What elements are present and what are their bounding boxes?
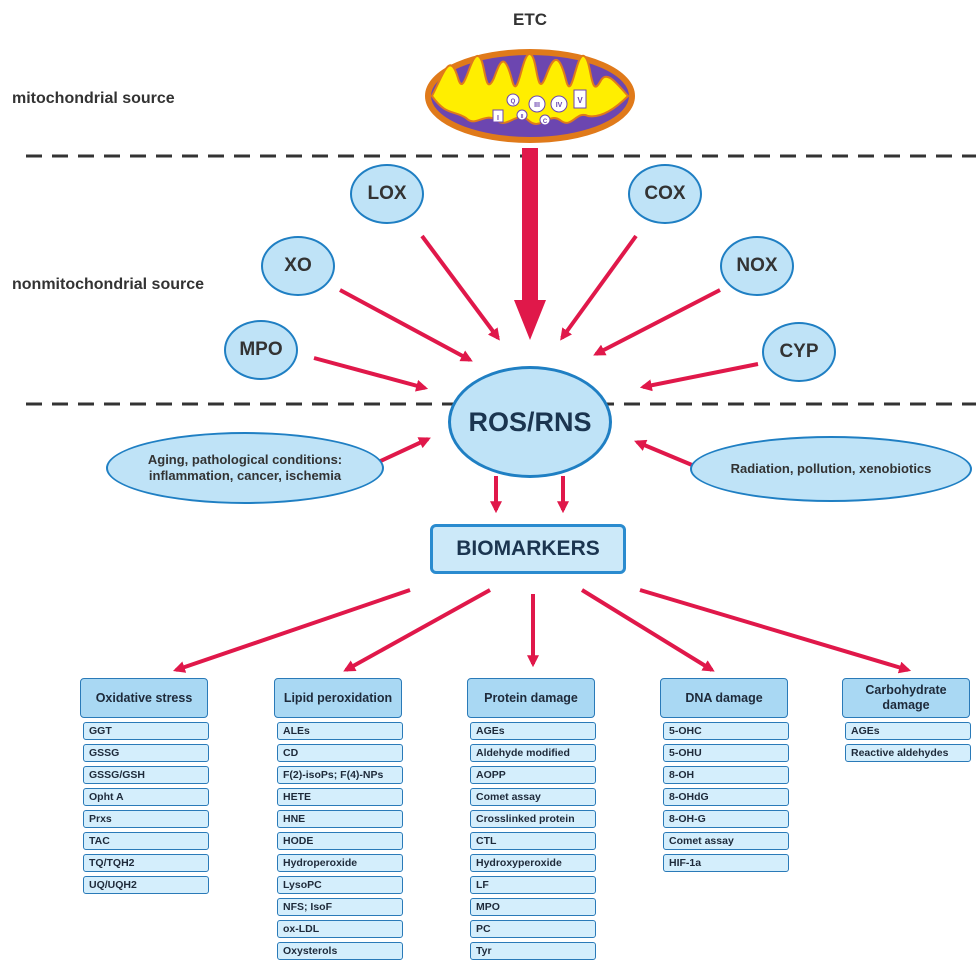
etc-label: ETC bbox=[513, 10, 547, 29]
radiation-conditions-node: Radiation, pollution, xenobiotics bbox=[690, 436, 972, 502]
lipid-peroxidation-arrow bbox=[343, 588, 491, 672]
list-item: Prxs bbox=[83, 810, 209, 828]
category-lipid-peroxidation: Lipid peroxidation ALEs CD F(2)-isoPs; F… bbox=[274, 678, 406, 977]
list-item: Reactive aldehydes bbox=[845, 744, 971, 762]
list-item: ox-LDL bbox=[277, 920, 403, 938]
complex-q-icon bbox=[506, 93, 520, 107]
carbohydrate-damage-arrow bbox=[639, 588, 912, 674]
ros-rns-node: ROS/RNS bbox=[448, 366, 612, 478]
cox-node: COX bbox=[628, 164, 702, 224]
complex-label: II bbox=[521, 114, 524, 120]
xo-arrow bbox=[339, 288, 473, 362]
list-item: Comet assay bbox=[470, 788, 596, 806]
mpo-node: MPO bbox=[224, 320, 298, 380]
list-item: AGEs bbox=[470, 722, 596, 740]
complex-label: C bbox=[543, 119, 548, 125]
list-item: Tyr bbox=[470, 942, 596, 960]
lox-arrow bbox=[420, 234, 500, 341]
list-item: HIF-1a bbox=[663, 854, 789, 872]
complex-v-icon bbox=[573, 89, 587, 109]
category-oxidative-stress: Oxidative stress GGT GSSG GSSG/GSH Opht … bbox=[80, 678, 212, 928]
list-item: Crosslinked protein bbox=[470, 810, 596, 828]
biomarkers-box: BIOMARKERS bbox=[430, 524, 626, 574]
category-header: Protein damage bbox=[467, 678, 595, 718]
category-item-list: GGT GSSG GSSG/GSH Opht A Prxs TAC TQ/TQH… bbox=[83, 722, 209, 898]
category-header: Lipid peroxidation bbox=[274, 678, 402, 718]
list-item: 8-OHdG bbox=[663, 788, 789, 806]
xo-node: XO bbox=[261, 236, 335, 296]
complex-iv-icon bbox=[550, 95, 568, 113]
list-item: Oxysterols bbox=[277, 942, 403, 960]
category-dna-damage: DNA damage 5-OHC 5-OHU 8-OH 8-OHdG 8-OH-… bbox=[660, 678, 792, 888]
mitochondrion-icon: I Q II III C IV V bbox=[425, 49, 635, 143]
list-item: CTL bbox=[470, 832, 596, 850]
list-item: TAC bbox=[83, 832, 209, 850]
mitochondrial-source-label: mitochondrial source bbox=[12, 90, 175, 107]
cyp-arrow bbox=[639, 362, 759, 392]
list-item: GSSG/GSH bbox=[83, 766, 209, 784]
list-item: PC bbox=[470, 920, 596, 938]
list-item: NFS; IsoF bbox=[277, 898, 403, 916]
nox-node: NOX bbox=[720, 236, 794, 296]
list-item: Opht A bbox=[83, 788, 209, 806]
complex-ii-icon bbox=[516, 109, 528, 121]
list-item: 8-OH bbox=[663, 766, 789, 784]
nox-arrow bbox=[593, 288, 721, 356]
list-item: AOPP bbox=[470, 766, 596, 784]
complex-label: I bbox=[497, 115, 499, 122]
list-item: Hydroxyperoxide bbox=[470, 854, 596, 872]
category-header: Carbohydrate damage bbox=[842, 678, 970, 718]
list-item: HODE bbox=[277, 832, 403, 850]
list-item: Comet assay bbox=[663, 832, 789, 850]
list-item: TQ/TQH2 bbox=[83, 854, 209, 872]
complex-iii-icon bbox=[528, 95, 546, 113]
cyp-node: CYP bbox=[762, 322, 836, 382]
list-item: ALEs bbox=[277, 722, 403, 740]
category-item-list: AGEs Aldehyde modified AOPP Comet assay … bbox=[470, 722, 596, 964]
list-item: GGT bbox=[83, 722, 209, 740]
nonmitochondrial-source-label: nonmitochondrial source bbox=[12, 276, 205, 293]
category-header: DNA damage bbox=[660, 678, 788, 718]
list-item: MPO bbox=[470, 898, 596, 916]
list-item: 5-OHC bbox=[663, 722, 789, 740]
etc-arrow bbox=[514, 148, 546, 340]
category-carbohydrate-damage: Carbohydrate damage AGEs Reactive aldehy… bbox=[842, 678, 974, 778]
list-item: LysoPC bbox=[277, 876, 403, 894]
list-item: UQ/UQH2 bbox=[83, 876, 209, 894]
complex-label: IV bbox=[556, 102, 563, 109]
lox-node: LOX bbox=[350, 164, 424, 224]
complex-label: V bbox=[577, 96, 583, 105]
complex-label: III bbox=[534, 102, 540, 109]
category-item-list: AGEs Reactive aldehydes bbox=[845, 722, 971, 766]
list-item: F(2)-isoPs; F(4)-NPs bbox=[277, 766, 403, 784]
list-item: Hydroperoxide bbox=[277, 854, 403, 872]
category-item-list: 5-OHC 5-OHU 8-OH 8-OHdG 8-OH-G Comet ass… bbox=[663, 722, 789, 876]
oxidative-stress-arrow bbox=[172, 588, 411, 673]
category-header: Oxidative stress bbox=[80, 678, 208, 718]
list-item: LF bbox=[470, 876, 596, 894]
aging-conditions-node: Aging, pathological conditions: inflamma… bbox=[106, 432, 384, 504]
radiation-arrow bbox=[634, 439, 693, 467]
list-item: 8-OH-G bbox=[663, 810, 789, 828]
list-item: 5-OHU bbox=[663, 744, 789, 762]
complex-label: Q bbox=[511, 99, 516, 105]
list-item: Aldehyde modified bbox=[470, 744, 596, 762]
mpo-arrow bbox=[313, 356, 429, 392]
list-item: AGEs bbox=[845, 722, 971, 740]
category-protein-damage: Protein damage AGEs Aldehyde modified AO… bbox=[467, 678, 599, 977]
category-item-list: ALEs CD F(2)-isoPs; F(4)-NPs HETE HNE HO… bbox=[277, 722, 403, 964]
list-item: GSSG bbox=[83, 744, 209, 762]
dna-damage-arrow bbox=[580, 588, 715, 672]
list-item: CD bbox=[277, 744, 403, 762]
list-item: HNE bbox=[277, 810, 403, 828]
cox-arrow bbox=[560, 234, 638, 341]
complex-c-icon bbox=[539, 114, 551, 126]
complex-i-icon bbox=[492, 109, 504, 123]
list-item: HETE bbox=[277, 788, 403, 806]
